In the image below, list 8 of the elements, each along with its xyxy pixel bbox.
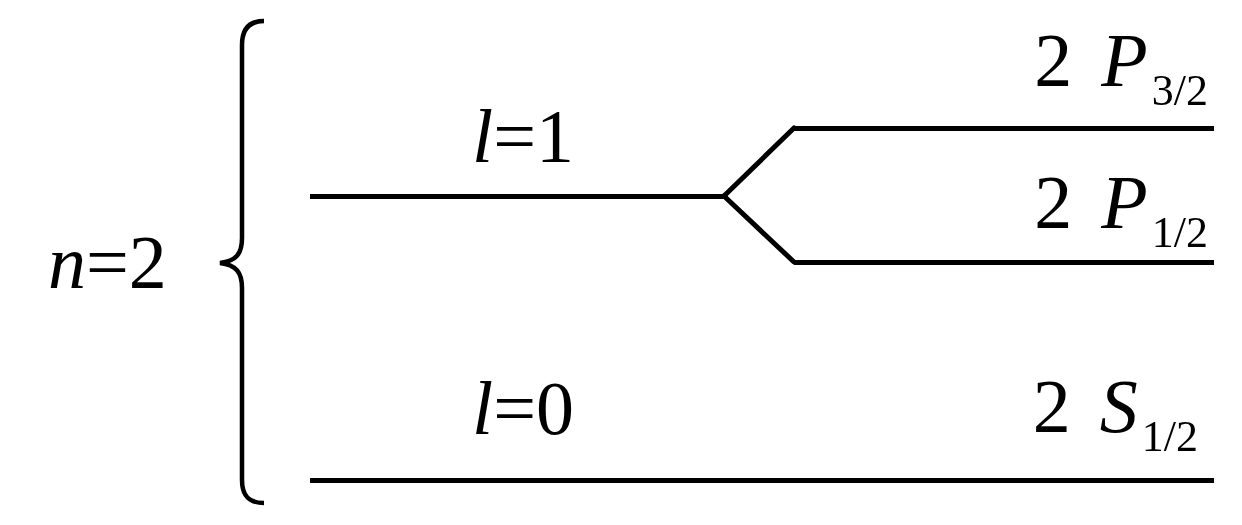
quantum-number-label: l=1 (472, 98, 574, 174)
quantum-number-label: l=0 (472, 370, 574, 446)
term-symbol-label: 2 P$_{1/2}$ (1034, 164, 1208, 258)
term-symbol-label: 2 P$_{3/2}$ (1034, 22, 1208, 116)
quantum-number-label: n=2 (48, 224, 167, 300)
splitting-line (721, 125, 797, 199)
splitting-line (721, 193, 797, 265)
term-symbol-label: 2 S$_{1/2}$ (1032, 368, 1198, 462)
